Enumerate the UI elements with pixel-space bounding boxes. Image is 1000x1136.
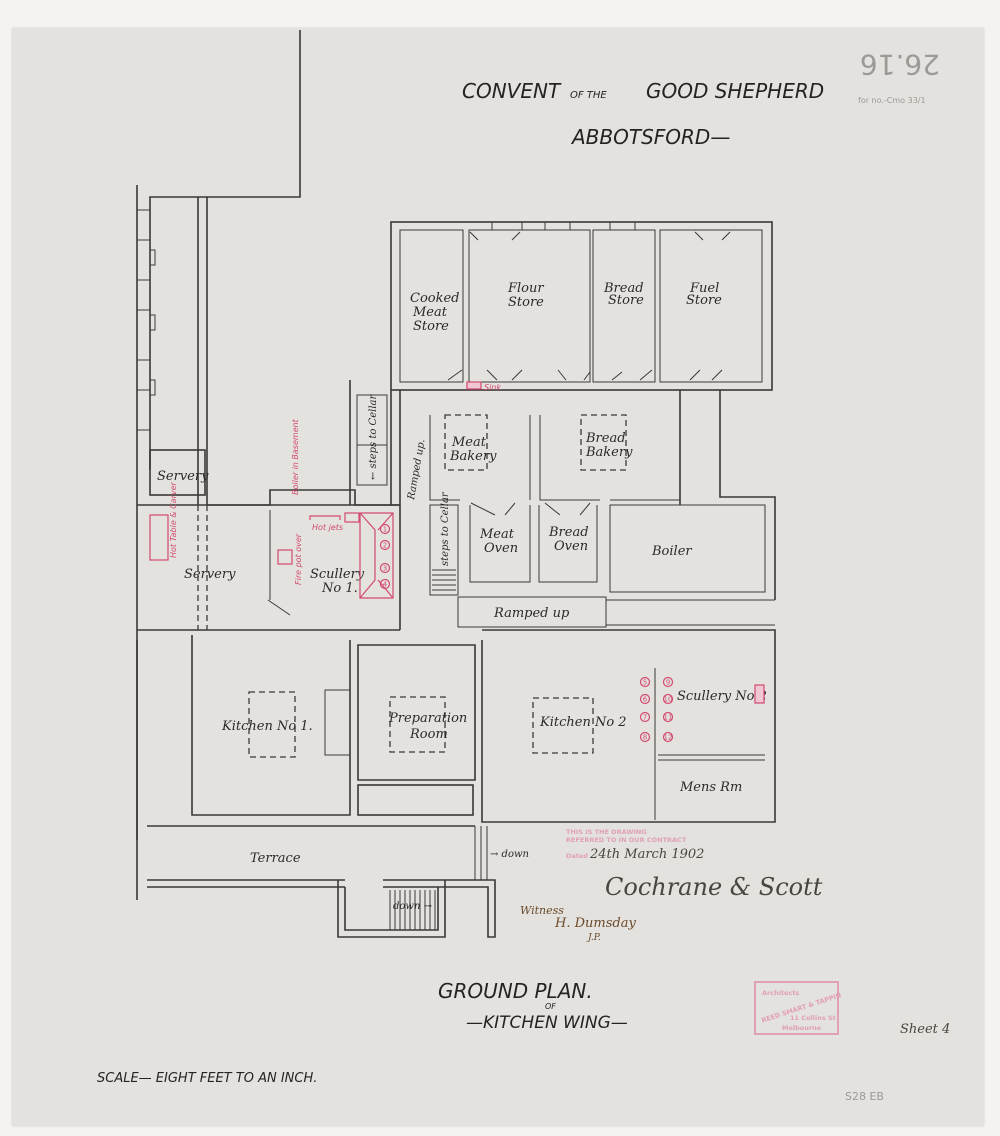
label-meat-oven-1: Meat [479,527,515,542]
label-cooked: Cooked [410,291,460,306]
witness-suffix: J.P. [586,933,601,943]
label-scullery-2: Scullery No 2 [677,689,767,704]
label-flour-store: Store [508,295,544,310]
scullery-2-fittings: 5 6 7 8 9 10 11 12 [639,676,674,743]
servery-scullery-block: Servery Servery Hot Table & Carver Scull… [137,418,400,631]
label-bread-store: Store [608,293,644,308]
label-fuel: Fuel [689,281,719,296]
left-wing-walls [136,30,400,900]
label-bread-oven-1: Bread [548,525,589,540]
scullery-1-fittings: 1 2 3 4 [379,523,391,590]
label-prep-1: Preparation [388,711,467,726]
svg-text:Architects: Architects [762,989,799,997]
label-prep-2: Room [409,727,448,742]
label-bread-bakery-1: Bread [585,431,626,446]
label-meat-bakery-2: Bakery [449,449,497,464]
terrace-block: Terrace → down down → [147,825,529,938]
label-steps-cellar-1: ← steps to Cellar [368,394,379,480]
pencil-small-note: for no.-Cmo 33/1 [858,96,926,105]
label-terrace: Terrace [250,851,301,866]
plan-title-of: OF [545,1002,556,1011]
svg-text:3: 3 [383,565,387,573]
sheet-number: Sheet 4 [900,1022,950,1037]
label-sink: Sink [484,383,501,392]
contract-date: 24th March 1902 [589,847,704,862]
title-abbotsford: ABBOTSFORD— [570,125,730,149]
drawing-sheet [12,28,984,1126]
label-servery-small: Servery [157,469,209,484]
label-meat-oven-2: Oven [484,541,518,556]
label-steps-cellar-2: steps to Cellar [440,491,451,566]
title-good-shepherd: GOOD SHEPHERD [646,79,824,103]
label-bread: Bread [603,281,644,296]
label-down-2: down → [393,901,433,912]
svg-text:6: 6 [643,696,648,704]
label-fire-pot: Fire pot over [294,533,303,585]
title-convent: CONVENT [462,79,562,103]
sink-fixture [466,381,482,390]
plan-title: GROUND PLAN. [438,979,593,1003]
label-hot-jets: Hot jets [312,523,343,532]
label-bread-oven-2: Oven [554,539,588,554]
label-kitchen-2: Kitchen No 2 [539,715,627,730]
svg-text:9: 9 [666,679,670,687]
scale-note: SCALE— EIGHT FEET TO AN INCH. [97,1071,317,1086]
kitchen-2-block: Kitchen No 2 Scullery No 2 Mens Rm 5 6 7… [481,629,776,823]
svg-text:5: 5 [643,679,647,687]
svg-text:10: 10 [664,696,673,704]
witness-name: H. Dumsday [554,916,636,931]
svg-text:12: 12 [664,734,673,742]
kitchen-1-block: Kitchen No 1. Preparation Room [136,629,476,840]
architect-stamp: Architects REED SMART & TAPPIN 11 Collin… [754,981,842,1035]
label-servery-main: Servery [184,567,236,582]
label-bread-bakery-2: Bakery [585,445,633,460]
svg-text:4: 4 [383,581,388,589]
stamp-line-2: REFERRED TO IN OUR CONTRACT [566,836,687,844]
label-meat: Meat [412,305,448,320]
label-mens-room: Mens Rm [679,780,742,795]
label-boiler-basement: Boiler in Basement [291,418,300,495]
archive-code: S28 EB [845,1090,884,1103]
label-scullery-1b: No 1. [321,581,358,596]
svg-text:8: 8 [643,734,647,742]
label-ramped-up-h: Ramped up [493,606,570,621]
label-meat-bakery-1: Meat [451,435,487,450]
label-scullery-1a: Scullery [310,567,365,582]
architect-signature: Cochrane & Scott [605,873,823,901]
label-ramped-up-v: Ramped up. [406,438,428,501]
label-hot-table: Hot Table & Carver [169,481,178,558]
contract-endorsement: THIS IS THE DRAWING REFERRED TO IN OUR C… [520,828,823,943]
svg-text:2: 2 [383,542,387,550]
svg-text:11: 11 [664,714,673,722]
plan-subtitle: —KITCHEN WING— [466,1013,628,1033]
witness-label: Witness [520,904,564,917]
label-store: Store [413,319,449,334]
bakery-block: ← steps to Cellar Ramped up. Meat Bakery… [349,380,681,630]
label-flour: Flour [507,281,544,296]
title-of-the: OF THE [570,90,607,101]
boiler-block: Boiler [609,390,776,600]
pencil-number: 26.16 [860,48,940,81]
label-down-1: → down [490,849,529,860]
svg-text:Melbourne: Melbourne [782,1024,822,1032]
label-boiler: Boiler [651,544,692,559]
stamp-line-3: Dated [566,852,588,860]
stores-block: Cooked Meat Store Flour Store Bread Stor… [390,221,773,392]
label-fuel-store: Store [686,293,722,308]
stamp-line-1: THIS IS THE DRAWING [566,828,647,836]
svg-text:11 Collins St: 11 Collins St [790,1014,836,1022]
plan-title-block: GROUND PLAN. OF —KITCHEN WING— [438,979,628,1033]
pencil-notes: 26.16 for no.-Cmo 33/1 [858,48,940,105]
svg-text:7: 7 [643,714,647,722]
svg-text:1: 1 [383,526,387,534]
scullery-2-fixture [754,684,765,704]
label-kitchen-1: Kitchen No 1. [221,719,313,734]
title-block: CONVENT OF THE GOOD SHEPHERD ABBOTSFORD— [462,79,824,149]
ramp-corridor: Ramped up [457,596,775,628]
